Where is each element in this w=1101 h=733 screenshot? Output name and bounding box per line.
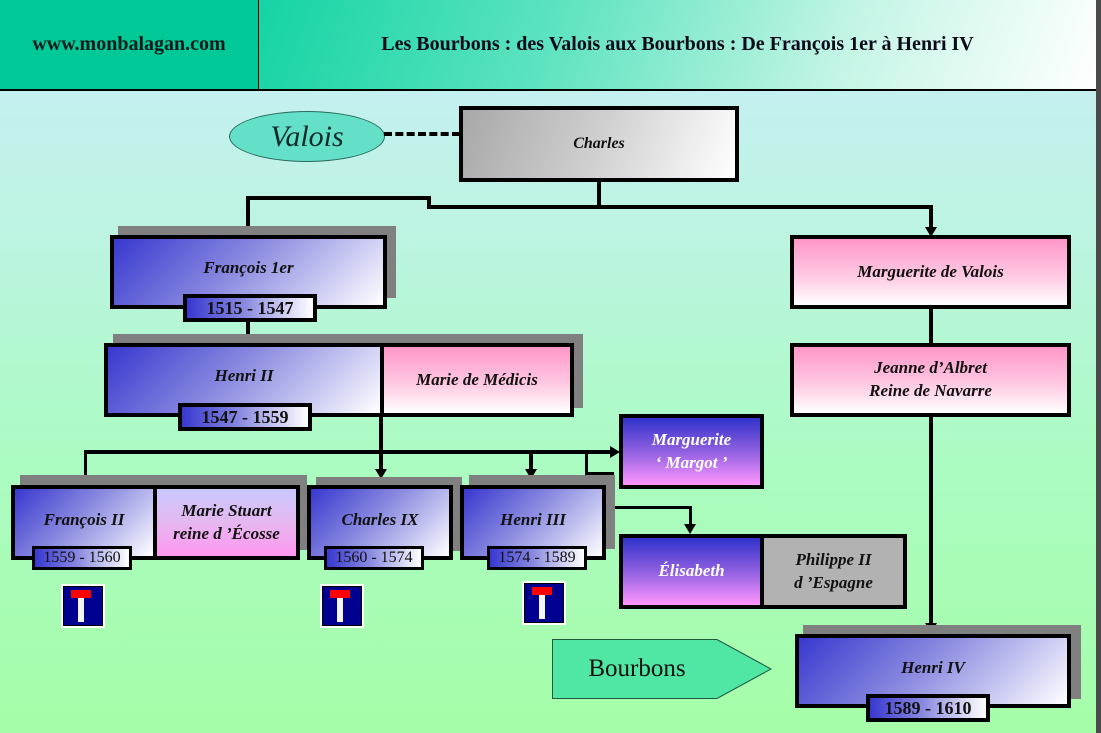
node-jeanne-albret-title: Reine de Navarre — [869, 381, 992, 400]
node-charles[interactable]: Charles — [459, 106, 739, 182]
valois-dashed-connector — [384, 132, 460, 136]
connector — [597, 182, 601, 208]
connector — [427, 205, 931, 209]
connector — [246, 196, 431, 200]
bourbons-arrow-shape — [552, 639, 772, 699]
bourbons-label: Bourbons — [588, 655, 686, 682]
arrow-down-icon — [684, 524, 696, 534]
arrow-down-icon — [375, 469, 387, 479]
node-margot-nickname: ‘ Margot ’ — [655, 452, 728, 472]
node-philippe-ii-name: Philippe II — [795, 549, 872, 569]
window-edge — [1096, 0, 1101, 733]
node-jeanne-albret-name: Jeanne d’Albret — [874, 358, 987, 378]
connector — [427, 196, 431, 208]
valois-label: Valois — [229, 111, 385, 162]
node-charles-name: Charles — [573, 135, 625, 153]
node-marie-de-medicis-name: Marie de Médicis — [416, 369, 538, 389]
reign-francois-1er: 1515 - 1547 — [183, 294, 317, 322]
connector — [246, 320, 250, 346]
reign-charles-ix: 1560 - 1574 — [324, 546, 424, 570]
connector — [585, 472, 613, 475]
connector — [689, 506, 692, 524]
node-marie-de-medicis[interactable]: Marie de Médicis — [380, 343, 574, 417]
connector — [585, 450, 588, 474]
connector — [929, 417, 933, 623]
page-title: Les Bourbons : des Valois aux Bourbons :… — [259, 0, 1096, 89]
node-charles-ix-name: Charles IX — [341, 510, 419, 530]
reign-henri-ii: 1547 - 1559 — [178, 403, 312, 431]
node-philippe-ii[interactable]: Philippe II d ’Espagne — [760, 534, 907, 609]
dead-end-sign-icon — [522, 581, 566, 625]
connector — [929, 309, 933, 345]
connector — [379, 417, 383, 469]
node-francois-1er-name: François 1er — [203, 257, 294, 277]
node-francois-ii-name: François II — [43, 510, 125, 530]
node-henri-iv-name: Henri IV — [901, 657, 965, 677]
node-marguerite-de-valois-name: Marguerite de Valois — [857, 261, 1004, 281]
reign-francois-ii: 1559 - 1560 — [32, 546, 132, 570]
connector — [611, 506, 691, 509]
node-henri-iii-name: Henri III — [500, 510, 566, 530]
node-charles-ix[interactable]: Charles IX — [307, 485, 453, 560]
connector — [929, 205, 933, 227]
node-marie-stuart-name: Marie Stuart — [181, 500, 272, 520]
node-philippe-ii-title: d ’Espagne — [794, 572, 873, 592]
connector — [529, 450, 533, 470]
header: www.monbalagan.com Les Bourbons : des Va… — [0, 0, 1096, 91]
node-marie-stuart-title: reine d ’Écosse — [173, 523, 280, 543]
arrow-down-icon — [925, 227, 937, 237]
site-name[interactable]: www.monbalagan.com — [0, 0, 259, 89]
node-jeanne-albret[interactable]: Jeanne d’Albret Reine de Navarre — [790, 343, 1071, 417]
dead-end-sign-icon — [320, 584, 364, 628]
connector — [84, 450, 610, 454]
arrow-right-icon — [610, 446, 620, 458]
node-marguerite-de-valois[interactable]: Marguerite de Valois — [790, 235, 1071, 309]
arrow-down-icon — [525, 469, 537, 479]
reign-henri-iii: 1574 - 1589 — [487, 546, 587, 570]
reign-henri-iv: 1589 - 1610 — [866, 694, 990, 722]
node-elisabeth[interactable]: Élisabeth — [619, 534, 764, 609]
connector — [84, 450, 87, 478]
node-henri-ii-name: Henri II — [214, 365, 274, 385]
connector — [246, 196, 250, 226]
node-margot[interactable]: Marguerite ‘ Margot ’ — [619, 414, 764, 489]
node-marie-stuart[interactable]: Marie Stuart reine d ’Écosse — [153, 485, 300, 560]
node-margot-name: Marguerite — [651, 429, 732, 449]
dead-end-sign-icon — [61, 584, 105, 628]
node-elisabeth-name: Élisabeth — [658, 561, 725, 581]
